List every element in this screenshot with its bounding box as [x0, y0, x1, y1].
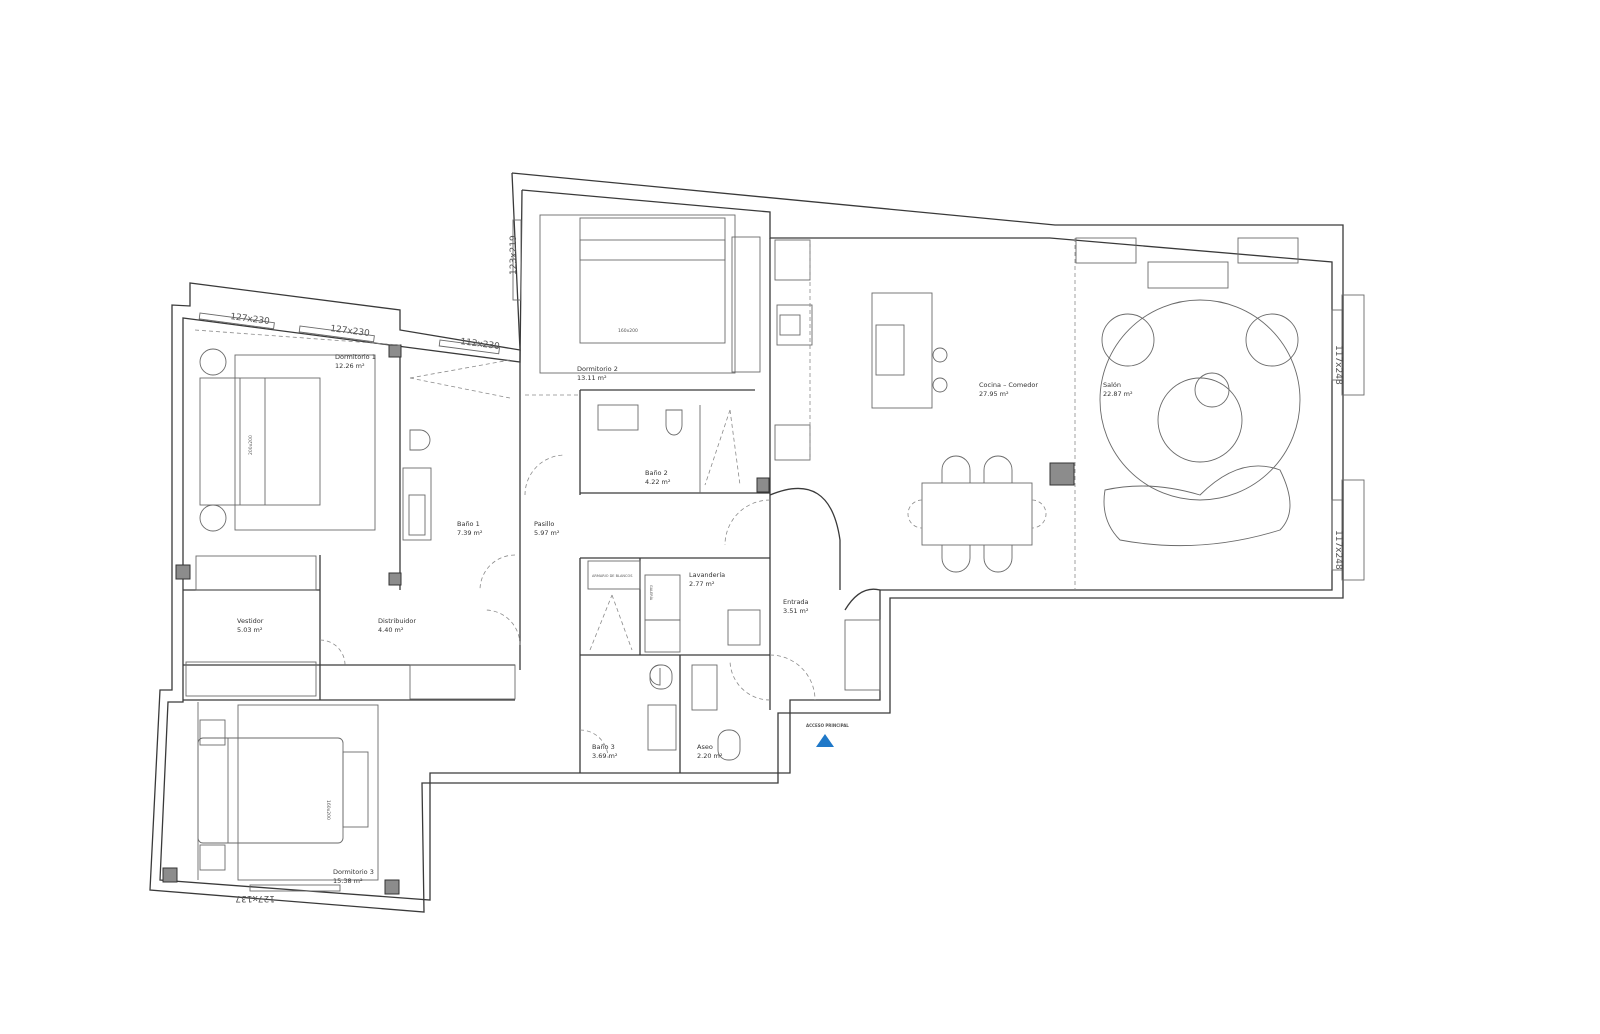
- room-name: Baño 1: [457, 520, 480, 528]
- bed-size-label: 160x200: [618, 328, 638, 334]
- bathroom-2-fixtures: [597, 404, 741, 493]
- room-name: Aseo: [697, 743, 713, 751]
- room-name: Dormitorio 2: [577, 365, 618, 373]
- room-name: Distribuidor: [378, 617, 416, 625]
- gallery-label: GALERÍA: [649, 585, 654, 601]
- window-dim-label: 117x248: [1333, 530, 1343, 570]
- room-name: Cocina – Comedor: [979, 381, 1038, 389]
- bedroom-2-furniture: [524, 214, 761, 496]
- room-name: Baño 2: [645, 469, 668, 477]
- room-area: 22.87 m²: [1103, 390, 1133, 398]
- bed-size-label: 160x200: [325, 800, 331, 820]
- room-area: 2.77 m²: [689, 580, 715, 588]
- room-area: 15.38 m²: [333, 877, 363, 885]
- living-room-furniture: [1075, 237, 1301, 547]
- room-name: Vestidor: [237, 617, 264, 625]
- linen-closet-label: ARMARIO DE BLANCOS: [592, 574, 633, 578]
- window-dim-label: 123x219: [509, 235, 519, 275]
- bedroom-3-furniture: [197, 702, 379, 881]
- outer-wall: [149, 172, 1344, 913]
- bedroom-1-furniture: [185, 329, 516, 700]
- room-name: Pasillo: [534, 520, 554, 528]
- interior-walls: [183, 238, 1076, 773]
- room-area: 3.51 m²: [783, 607, 809, 615]
- room-area: 5.03 m²: [237, 626, 263, 634]
- structural-columns: [162, 344, 1075, 895]
- service-fixtures: [579, 499, 881, 761]
- room-name: Dormitorio 1: [335, 353, 376, 361]
- window-dim-label: 127x137: [235, 893, 275, 903]
- room-area: 2.20 m²: [697, 752, 723, 760]
- inner-wall: [159, 189, 1333, 901]
- windows: [198, 219, 1365, 892]
- window-dim-label: 117x248: [1333, 345, 1343, 385]
- room-area: 12.26 m²: [335, 362, 365, 370]
- room-name: Baño 3: [592, 743, 615, 751]
- room-name: Salón: [1103, 381, 1121, 389]
- kitchen-furniture: [774, 239, 1047, 573]
- room-labels: Dormitorio 112.26 m² Baño 17.39 m² Dormi…: [237, 353, 1133, 885]
- room-area: 7.39 m²: [457, 529, 483, 537]
- room-area: 5.97 m²: [534, 529, 560, 537]
- entry-arrow-icon: [816, 734, 834, 747]
- room-name: Entrada: [783, 598, 809, 606]
- window-dim-label: 112x230: [460, 337, 501, 352]
- room-area: 4.22 m²: [645, 478, 671, 486]
- room-area: 27.95 m²: [979, 390, 1009, 398]
- room-area: 4.40 m²: [378, 626, 404, 634]
- room-area: 13.11 m²: [577, 374, 607, 382]
- bed-size-label: 200x200: [248, 435, 254, 455]
- room-name: Lavandería: [689, 571, 725, 579]
- main-access-label: ACCESO PRINCIPAL: [806, 723, 849, 728]
- room-name: Dormitorio 3: [333, 868, 374, 876]
- bathroom-1-fixtures: [319, 359, 521, 666]
- room-area: 3.69 m²: [592, 752, 618, 760]
